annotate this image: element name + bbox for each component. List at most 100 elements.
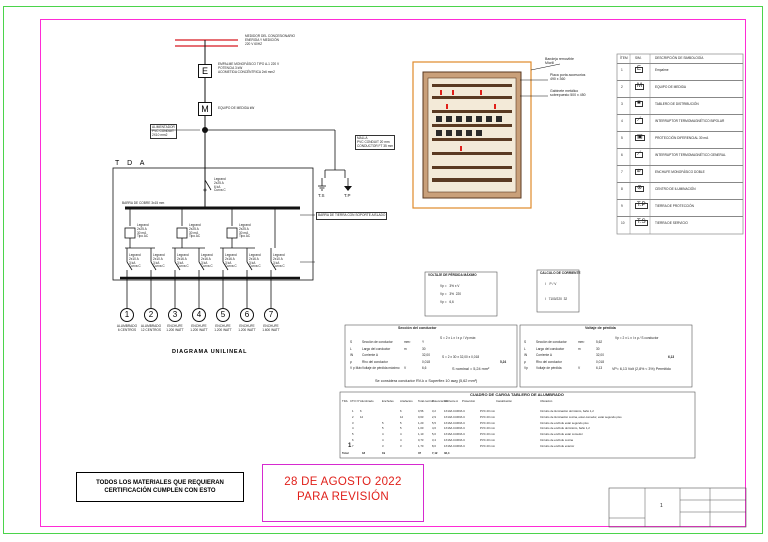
legend-header-sym: SIM.: [635, 56, 642, 60]
legend-item-number: 9: [621, 204, 623, 208]
current-cell: V: [554, 282, 557, 286]
load-table-cell: Circuito de enchufe exterior: [540, 443, 575, 448]
load-table-cell: Circuito de enchufe estar segundo piso: [540, 420, 589, 425]
branch-breaker-line: Legrand: [273, 253, 285, 257]
legend-symbol-icon: ⌀: [635, 168, 643, 175]
diff-breaker-line: 2x25 A: [239, 226, 249, 231]
diff-breaker-line: Tipo AC: [137, 234, 149, 239]
load-table-cell: 1X16A CURVA C: [444, 420, 466, 425]
main-breaker-line: Curva C: [214, 188, 226, 193]
legend-divider: [617, 182, 743, 183]
drop-formula: Vp = 2 x L x I x ρ / S conductor: [615, 336, 659, 340]
utility-note-line: MEDIDOR DEL CONCESIONARIO: [245, 34, 296, 38]
section-formula: S = 2 x L x I x ρ / Vp máx: [440, 336, 476, 340]
load-table-cell: Circuito de enchufe cocina: [540, 438, 573, 442]
load-table-cell: 4: [352, 426, 354, 431]
branch-breaker-line: 3 kA: [249, 260, 256, 265]
branch-breaker-line: Curva C: [129, 264, 141, 269]
drop-calc-cell: ρ: [524, 359, 526, 364]
load-table-cell: 8,0: [432, 443, 436, 448]
section-calc-cell: m: [404, 346, 407, 351]
load-table-header-cell: TDA: [342, 399, 348, 403]
drop-calc-cell: mm²: [578, 340, 585, 344]
ground-note-line: MALLA: [357, 136, 368, 140]
load-table-cell: 1X16A CURVA C: [444, 438, 466, 442]
vp-max-title: VOLTAJE DE PÉRDIDA MÁXIMO: [428, 273, 477, 277]
legend-divider: [617, 80, 743, 81]
load-table-title: CUADRO DE CARGA TABLERO DE ALUMBRADO: [470, 392, 564, 397]
cabinet-label-line: Gabinete metálico: [550, 89, 579, 93]
legend-symbol-icon: ■: [635, 100, 643, 107]
tda-number: 1: [348, 443, 352, 449]
main-breaker-label: Legrand 2x25 A 6 kA Curva C: [214, 177, 226, 193]
section-calc-cell: S: [350, 340, 353, 344]
branch-breaker-line: 3 kA: [129, 260, 136, 265]
current-cell: 7100: [548, 297, 556, 301]
section-calc-cell: V p Máx: [350, 366, 362, 370]
ts-label: T.S: [318, 193, 325, 198]
drop-calc-cell: Largo del conductor: [536, 346, 565, 351]
feeder-note-line: PVC CONDUIT: [152, 128, 174, 133]
section-calc-cell: Largo del conductor: [362, 346, 391, 351]
cabinet-label: Gabinete metálico sobrepuesto 500 x 450: [550, 89, 586, 98]
vp-row-cell: Vp =: [440, 292, 447, 296]
load-table-cell: Circuito de iluminación cocina, estar-co…: [540, 414, 622, 419]
section-calc-cell: Y: [422, 340, 425, 344]
circuit-number: 2: [144, 308, 158, 322]
legend-symbol-icon: E: [635, 66, 644, 73]
legend-item-number: 5: [621, 136, 623, 140]
legend-description: Empalme: [655, 68, 669, 72]
revision-status: PARA REVISIÓN: [297, 491, 389, 503]
legend-header-desc: DESCRIPCIÓN DE SIMBOLOGÍA: [655, 56, 704, 60]
legend-description: INTERRUPTOR TERMOMAGNÉTICO GENERAL: [655, 153, 726, 157]
current-cell: 220: [556, 297, 562, 301]
meter-note-line: ACOMETIDA CONCÉNTRICA 2x6 mm2: [218, 69, 275, 74]
load-table-cell: 1X16A CURVA C: [444, 432, 466, 437]
legend-header-item: ÍTEM: [620, 56, 628, 60]
ground-note-line: CONDUCTOR FT 35 mm: [357, 143, 394, 148]
ground-note: MALLA PVC CONDUIT 20 mm CONDUCTOR FT 35 …: [355, 135, 396, 151]
load-table-cell: 5,0: [432, 432, 436, 437]
current-title: CALCULO DE CORRIENTE: [540, 271, 581, 275]
current-row: I 7100/220 32: [545, 297, 568, 301]
meter-symbol: M: [198, 102, 212, 116]
branch-breaker-line: Curva C: [273, 264, 285, 269]
legend-symbol-icon: T.S: [635, 219, 648, 226]
circuit-label-line: 6 CENTROS: [117, 327, 137, 332]
legend-divider: [617, 199, 743, 200]
load-table-header-cell: Total centros: [418, 399, 434, 403]
branch-breaker-line: 3 kA: [273, 260, 280, 265]
load-table-cell: PVC 20 mm: [480, 443, 496, 448]
load-table-header-cell: Enchufes: [382, 399, 394, 403]
utility-note-line: ENERGÍA Y MEDICIÓN: [245, 37, 279, 42]
diff-breaker-line: Tipo AC: [239, 234, 251, 239]
load-table-total-cell: 18: [362, 451, 366, 455]
panel-note: BARRA DE TIERRA CON SOPORTE AISLADO: [316, 212, 388, 220]
load-table-cell: 1,20: [418, 420, 424, 425]
load-table-cell: 5: [352, 432, 354, 437]
legend-divider: [617, 114, 743, 115]
utility-note-line: 220 V 60HZ: [245, 41, 263, 46]
branch-breaker-line: Legrand: [225, 253, 237, 257]
legend-description: TIERRA DE SERVICIO: [655, 221, 688, 225]
vp-row: Vp = 3% 220: [440, 292, 461, 297]
legend-description: CENTRO DE ILUMINACIÓN: [655, 187, 696, 191]
empalme-symbol: E: [198, 64, 212, 78]
circuit-label-line: 1.200 WATT: [166, 327, 184, 332]
drop-calc-cell: 6,13: [596, 366, 603, 370]
tp-label: T.P: [344, 193, 351, 198]
drop-calc-cell: 30: [596, 346, 600, 351]
legend-item-number: 4: [621, 119, 623, 123]
branch-breaker-line: 2x16 A: [249, 256, 259, 261]
load-table-cell: 5: [382, 426, 384, 431]
branch-breaker-line: 2x16 A: [177, 256, 187, 261]
current-cell: I: [545, 282, 546, 286]
load-table-cell: 1X16A CURVA C: [444, 426, 466, 431]
load-table-header-cell: Ubicación: [540, 399, 553, 403]
feeder-note: ALIMENTADOR PVC CONDUIT 2X10 mm2: [150, 124, 177, 140]
